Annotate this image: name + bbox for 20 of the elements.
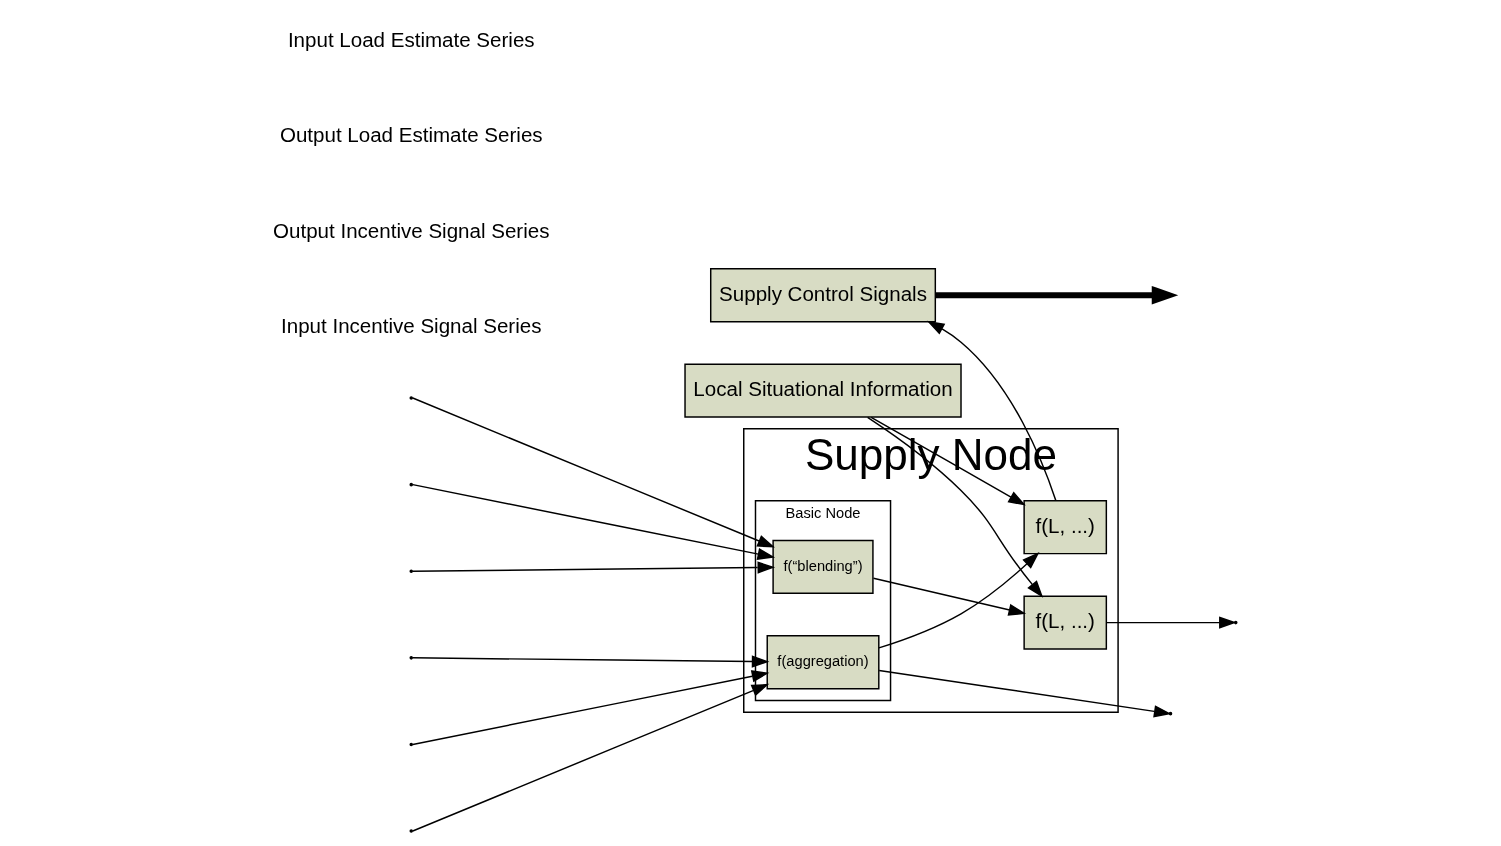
arrow [411,669,769,745]
arrow [411,654,769,668]
label: Input Incentive Signal Series [280,313,541,337]
arrow [1105,615,1237,629]
node-box: f(L, ...) [1022,594,1107,650]
arrow [877,551,1039,649]
arrow [872,577,1026,616]
node-box: Local Situational Information [683,363,962,418]
label: Input Load Estimate Series [287,27,535,51]
node-box: f(aggregation) [766,634,880,689]
label: Output Load Estimate Series [279,122,543,146]
node-box: f(L, ...) [1022,499,1107,554]
arrow [411,483,775,560]
node-box: f(“blending”) [771,539,874,594]
arrow [411,560,775,574]
arrow [935,285,1178,305]
arrow [411,683,769,832]
label: Output Incentive Signal Series [272,218,549,242]
arrow [411,396,775,548]
node-box: Supply Control Signals [709,267,936,322]
